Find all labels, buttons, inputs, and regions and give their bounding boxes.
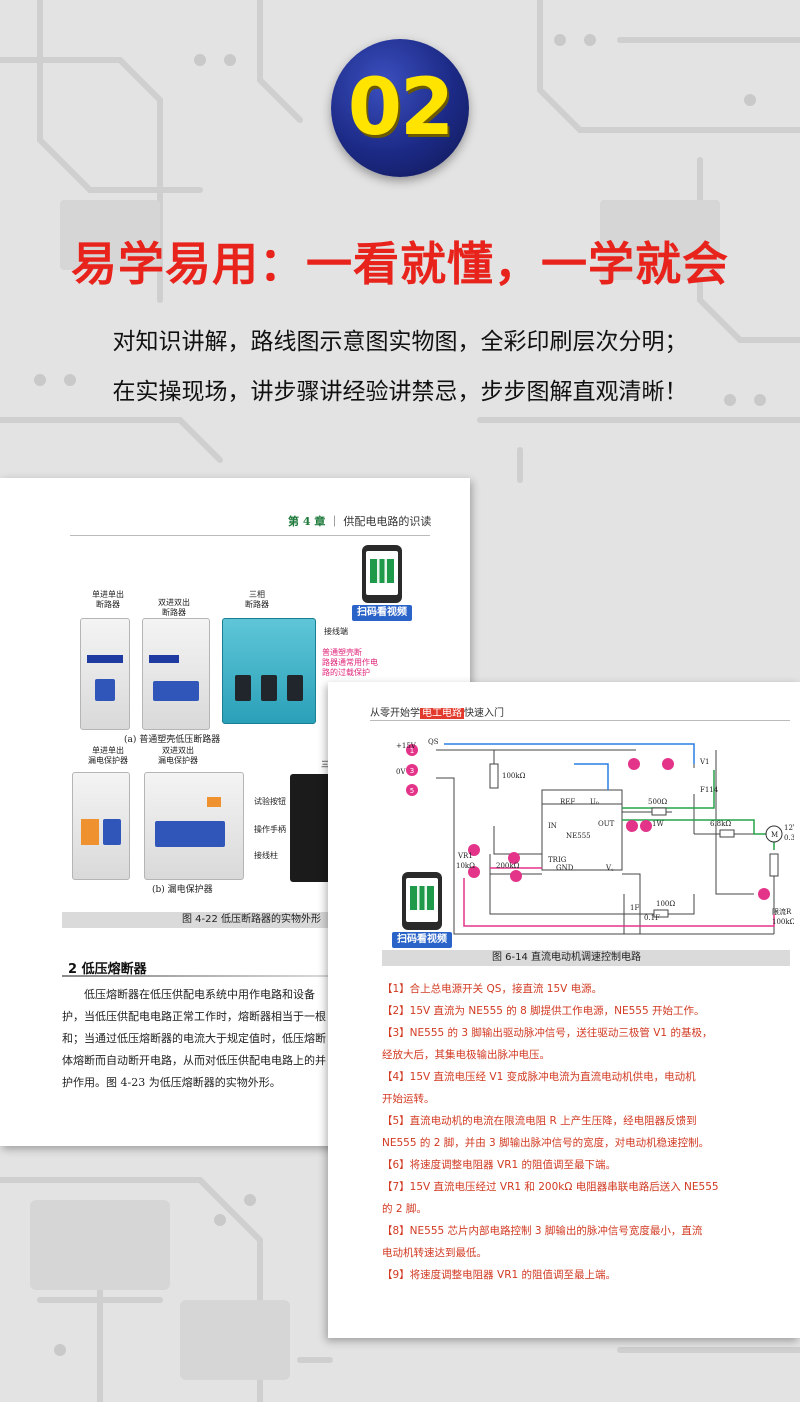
svg-text:12V: 12V	[784, 824, 794, 832]
qr-label: 扫码看视频	[392, 932, 452, 948]
chapter-label: 第 4 章	[288, 515, 326, 528]
svg-text:NE555: NE555	[566, 832, 591, 840]
step-line: 【2】15V 直流为 NE555 的 8 脚提供工作电源，NE555 开始工作。	[382, 1005, 705, 1017]
qr-label: 扫码看视频	[352, 605, 412, 621]
svg-text:+15V: +15V	[396, 742, 417, 750]
svg-text:GND: GND	[556, 864, 574, 872]
figure-caption: 图 6-14 直流电动机调速控制电路	[382, 950, 790, 966]
svg-text:限流R: 限流R	[772, 907, 792, 916]
callout-post: 接线柱	[254, 851, 278, 860]
qr-code-icon	[410, 886, 434, 910]
svg-text:1F: 1F	[630, 904, 639, 912]
svg-text:V꜀: V꜀	[605, 864, 614, 872]
svg-text:0V: 0V	[396, 768, 406, 776]
svg-text:F114: F114	[700, 786, 719, 794]
body-line: 护，当低压供配电电路正常工作时，熔断器相当于一根	[62, 1010, 326, 1023]
svg-text:IN: IN	[548, 822, 557, 830]
svg-text:0.3A: 0.3A	[784, 834, 794, 842]
body-line: 体熔断而自动断开电路，从而对低压供配电电路上的并	[62, 1054, 326, 1067]
step-line: 【7】15V 直流电压经过 VR1 和 200kΩ 电阻器串联电路后送入 NE5…	[382, 1181, 719, 1193]
svg-text:3: 3	[410, 767, 414, 775]
headline: 易学易用：一看就懂，一学就会	[71, 237, 729, 291]
subtitle-line-1: 对知识讲解，路线图示意图实物图，全彩印刷层次分明；	[112, 329, 688, 355]
single-pole-breaker-image	[80, 618, 130, 730]
svg-text:100Ω: 100Ω	[656, 900, 675, 908]
step-line: 【8】NE555 芯片内部电路控制 3 脚输出的脉冲信号宽度最小，直流	[382, 1225, 703, 1237]
step-line: 电动机转速达到最低。	[382, 1247, 487, 1259]
step-line: 经放大后，其集电极输出脉冲电压。	[382, 1049, 550, 1061]
svg-text:10kΩ: 10kΩ	[456, 862, 475, 870]
badge-number: 02	[347, 63, 455, 153]
svg-text:200kΩ: 200kΩ	[496, 862, 520, 870]
svg-text:VR1: VR1	[457, 852, 473, 860]
step-line: 【1】合上总电源开关 QS，接直流 15V 电源。	[382, 983, 603, 995]
qr-video-card[interactable]: 扫码看视频	[392, 872, 452, 950]
svg-text:OUT: OUT	[598, 820, 615, 828]
svg-text:TRIG: TRIG	[548, 856, 567, 864]
svg-text:500Ω: 500Ω	[648, 798, 667, 806]
section-number-badge: 02	[331, 39, 469, 177]
sub-caption-b: (b) 漏电保护器	[152, 885, 213, 895]
callout-note: 普通塑壳断 路器通常用作电 路的过载保护	[322, 648, 378, 677]
section-title: 2 低压熔断器	[68, 962, 147, 977]
subtitle-line-2: 在实操现场，讲步骤讲经验讲禁忌，步步图解直观清晰！	[112, 379, 688, 405]
svg-text:U₀: U₀	[590, 798, 599, 806]
step-line: 【5】直流电动机的电流在限流电阻 R 上产生压降，经电阻器反馈到	[382, 1115, 697, 1127]
svg-text:1: 1	[410, 747, 414, 755]
product-label: 双进双出 断路器	[158, 598, 190, 617]
svg-text:100kΩ: 100kΩ	[502, 772, 526, 780]
header-highlight: 电工电路	[420, 708, 464, 719]
step-line: 【9】将速度调整电阻器 VR1 的阻值调至最上端。	[382, 1269, 617, 1281]
product-label: 双进双出 漏电保护器	[158, 746, 198, 765]
page-header: 从零开始学电工电路快速入门	[370, 708, 504, 719]
callout-wire-terminal: 接线端	[324, 627, 348, 636]
svg-text:0.1F: 0.1F	[644, 914, 660, 922]
svg-text:REF: REF	[560, 798, 575, 806]
single-rcd-image	[72, 772, 130, 880]
sub-caption-a: (a) 普通塑壳低压断路器	[124, 735, 221, 745]
svg-text:V1: V1	[699, 758, 710, 766]
body-line: 和；当通过低压熔断器的电流大于规定值时，低压熔断	[62, 1032, 326, 1045]
callout-test-button: 试验按钮	[254, 797, 286, 806]
svg-text:QS: QS	[428, 738, 439, 746]
step-line: 【3】NE555 的 3 脚输出驱动脉冲信号，送往驱动三极管 V1 的基极，	[382, 1027, 713, 1039]
three-pole-breaker-image	[222, 618, 316, 724]
book-page-right: 从零开始学电工电路快速入门 1 3 5	[328, 682, 800, 1338]
product-label: 三相 断路器	[245, 590, 269, 609]
figure-caption: 图 4-22 低压断路器的实物外形	[62, 912, 354, 928]
double-pole-breaker-image	[142, 618, 210, 730]
step-line: 【4】15V 直流电压经 V1 变成脉冲电流为直流电动机供电，电动机	[382, 1071, 696, 1083]
qr-video-card[interactable]: 扫码看视频	[352, 545, 412, 623]
product-label: 单进单出 漏电保护器	[88, 746, 128, 765]
header-divider	[370, 720, 790, 721]
body-line: 低压熔断器在低压供配电系统中用作电路和设备	[84, 988, 315, 1001]
body-line: 护作用。图 4-23 为低压熔断器的实物外形。	[62, 1076, 281, 1089]
callout-handle: 操作手柄	[254, 825, 286, 834]
svg-text:1W: 1W	[652, 820, 664, 828]
step-line: 开始运转。	[382, 1093, 435, 1105]
step-line: 【6】将速度调整电阻器 VR1 的阻值调至最下端。	[382, 1159, 617, 1171]
product-label: 单进单出 断路器	[92, 590, 124, 609]
header-divider	[70, 535, 430, 536]
motor-speed-circuit-diagram: 1 3 5 +15V QS 0V 100kΩ REF U₀ OUT IN NE555…	[396, 738, 794, 935]
section-divider	[62, 975, 342, 977]
step-line: 的 2 脚。	[382, 1203, 427, 1215]
qr-code-icon	[370, 559, 394, 583]
step-line: NE555 的 2 脚，并由 3 脚输出脉冲信号的宽度，对电动机稳速控制。	[382, 1137, 710, 1149]
svg-text:M: M	[771, 831, 778, 839]
page-header: 第 4 章 ｜ 供配电电路的识读	[288, 515, 432, 528]
svg-text:5: 5	[410, 787, 414, 795]
step-list: 【1】合上总电源开关 QS，接直流 15V 电源。 【2】15V 直流为 NE5…	[382, 978, 772, 1286]
double-rcd-image	[144, 772, 244, 880]
svg-text:6.8kΩ: 6.8kΩ	[710, 820, 731, 828]
chapter-title: 供配电电路的识读	[343, 515, 432, 528]
svg-text:100kΩ: 100kΩ	[772, 918, 794, 926]
